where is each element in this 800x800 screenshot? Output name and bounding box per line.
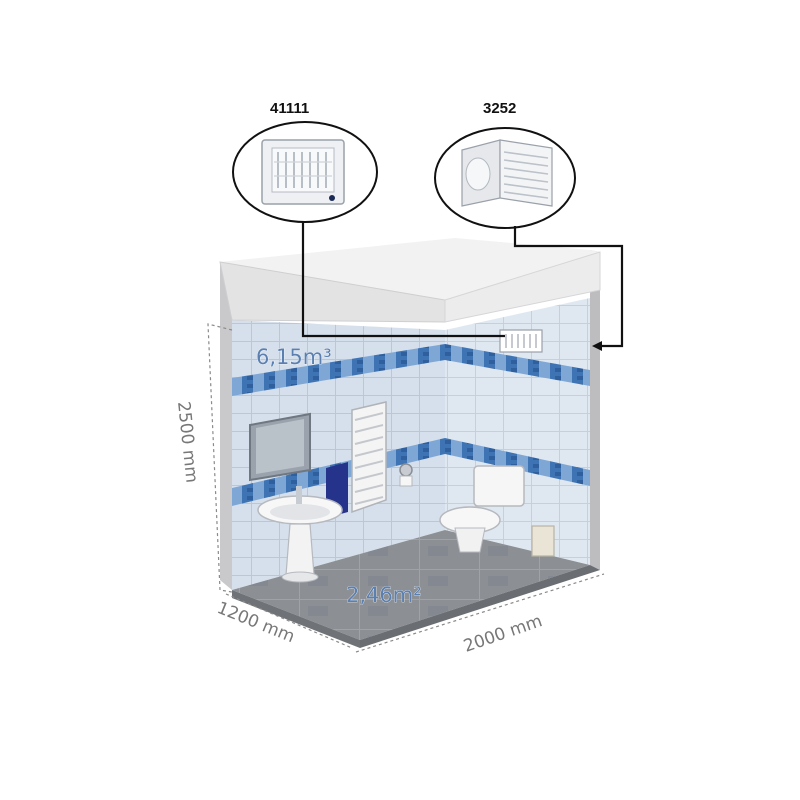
mirror <box>249 412 311 482</box>
towel-radiator <box>351 401 387 514</box>
floor <box>232 530 590 640</box>
product-callout-41111 <box>232 121 378 223</box>
floor-area-label: 2,46m² <box>346 583 422 607</box>
callout-connectors <box>301 222 624 351</box>
ventilation-grille-icon <box>461 139 553 207</box>
product-code-3252: 3252 <box>483 100 516 117</box>
width-dimension-line <box>355 573 605 653</box>
wall-vent-grille <box>499 329 543 353</box>
connector-3252 <box>513 226 624 348</box>
toilet-brush-holder <box>531 525 555 557</box>
right-wall-edge <box>590 250 600 570</box>
upper-tile-band-left <box>232 344 445 396</box>
wash-basin <box>257 486 343 583</box>
dimension-lines <box>207 323 605 653</box>
product-code-41111: 41111 <box>270 100 309 117</box>
width-dimension-label: 2000 mm <box>461 611 545 657</box>
connector-arrowhead <box>592 341 602 351</box>
depth-dimension-line <box>225 593 353 649</box>
ceiling-front-right <box>444 251 601 323</box>
floor-edge-right <box>360 565 600 648</box>
lower-tile-band-right <box>445 438 590 486</box>
left-wall-edge <box>220 262 232 590</box>
product-callout-3252 <box>434 127 576 229</box>
wall-fan-icon <box>261 139 345 205</box>
bathroom-fixtures <box>249 329 555 583</box>
floor-edge <box>232 590 360 648</box>
upper-tile-band-right <box>445 344 590 386</box>
height-dimension-label: 2500 mm <box>173 400 201 483</box>
height-dimension-line <box>207 323 233 593</box>
connector-41111 <box>301 222 505 338</box>
toilet-paper-holder <box>399 463 413 487</box>
room-volume-label: 6,15m³ <box>256 345 332 369</box>
toilet <box>439 465 525 553</box>
